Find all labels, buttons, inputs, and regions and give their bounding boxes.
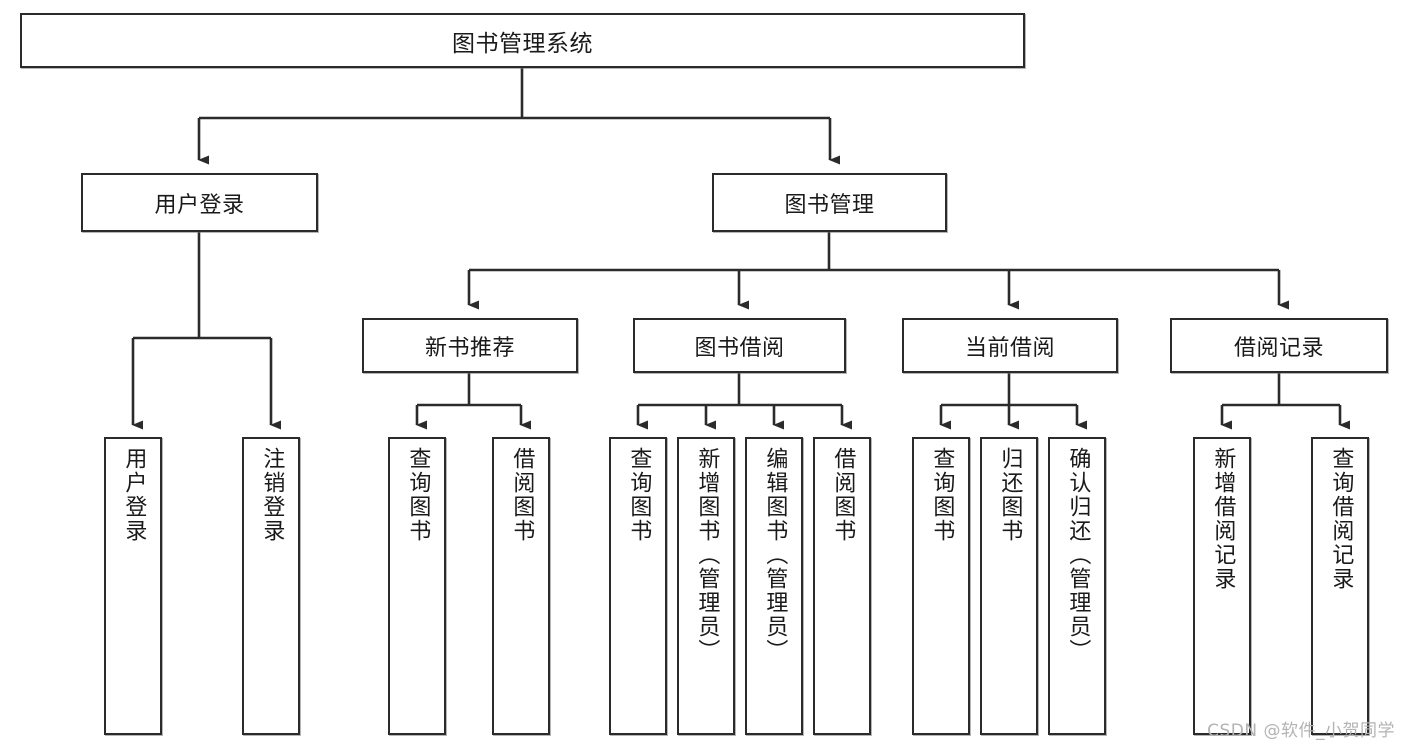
node-root-system-label: 图书管理系统 bbox=[452, 30, 593, 57]
node-leaf-cb-query-book[interactable]: 查询图书 bbox=[912, 437, 970, 735]
node-book-management[interactable]: 图书管理 bbox=[712, 173, 947, 232]
node-leaf-br-query-record-label: 查询借阅记录 bbox=[1328, 447, 1354, 591]
node-leaf-br-query-record[interactable]: 查询借阅记录 bbox=[1311, 437, 1369, 735]
node-leaf-bb-edit-book[interactable]: 编辑图书（管理员） bbox=[745, 437, 803, 735]
node-leaf-bb-edit-book-label: 编辑图书（管理员） bbox=[762, 447, 788, 663]
node-user-login-label: 用户登录 bbox=[154, 192, 245, 218]
node-new-book-recommend[interactable]: 新书推荐 bbox=[362, 318, 578, 373]
node-leaf-bb-borrow-book[interactable]: 借阅图书 bbox=[813, 437, 871, 735]
node-leaf-br-add-record[interactable]: 新增借阅记录 bbox=[1193, 437, 1251, 735]
node-leaf-cb-confirm-return[interactable]: 确认归还（管理员） bbox=[1048, 437, 1106, 735]
node-leaf-cb-return-book-label: 归还图书 bbox=[997, 447, 1023, 543]
node-leaf-bb-add-book[interactable]: 新增图书（管理员） bbox=[677, 437, 735, 735]
node-borrow-record-label: 借阅记录 bbox=[1233, 335, 1324, 361]
node-leaf-nb-query-book-label: 查询图书 bbox=[405, 447, 431, 543]
node-leaf-cb-return-book[interactable]: 归还图书 bbox=[980, 437, 1038, 735]
node-leaf-nb-borrow-book-label: 借阅图书 bbox=[509, 447, 535, 543]
node-borrow-record[interactable]: 借阅记录 bbox=[1170, 318, 1388, 373]
node-leaf-cb-query-book-label: 查询图书 bbox=[929, 447, 955, 543]
node-leaf-bb-query-book-label: 查询图书 bbox=[626, 447, 652, 543]
node-root-system[interactable]: 图书管理系统 bbox=[20, 13, 1025, 68]
node-leaf-logout-label: 注销登录 bbox=[259, 447, 285, 543]
node-leaf-nb-query-book[interactable]: 查询图书 bbox=[388, 437, 446, 735]
node-leaf-br-add-record-label: 新增借阅记录 bbox=[1210, 447, 1236, 591]
node-leaf-user-login-label: 用户登录 bbox=[121, 447, 147, 543]
node-leaf-nb-borrow-book[interactable]: 借阅图书 bbox=[492, 437, 550, 735]
node-leaf-user-login[interactable]: 用户登录 bbox=[104, 437, 162, 735]
node-current-borrow-label: 当前借阅 bbox=[964, 335, 1055, 361]
node-book-borrow-label: 图书借阅 bbox=[694, 335, 785, 361]
node-current-borrow[interactable]: 当前借阅 bbox=[902, 318, 1118, 373]
node-user-login[interactable]: 用户登录 bbox=[81, 173, 318, 232]
node-leaf-bb-borrow-book-label: 借阅图书 bbox=[830, 447, 856, 543]
node-leaf-logout[interactable]: 注销登录 bbox=[242, 437, 300, 735]
node-book-management-label: 图书管理 bbox=[784, 192, 875, 218]
node-leaf-cb-confirm-return-label: 确认归还（管理员） bbox=[1065, 447, 1091, 663]
csdn-watermark: CSDN @软件_小贺同学 bbox=[1207, 721, 1395, 741]
node-leaf-bb-query-book[interactable]: 查询图书 bbox=[609, 437, 667, 735]
node-new-book-recommend-label: 新书推荐 bbox=[424, 335, 515, 361]
node-book-borrow[interactable]: 图书借阅 bbox=[633, 318, 846, 373]
node-leaf-bb-add-book-label: 新增图书（管理员） bbox=[694, 447, 720, 663]
